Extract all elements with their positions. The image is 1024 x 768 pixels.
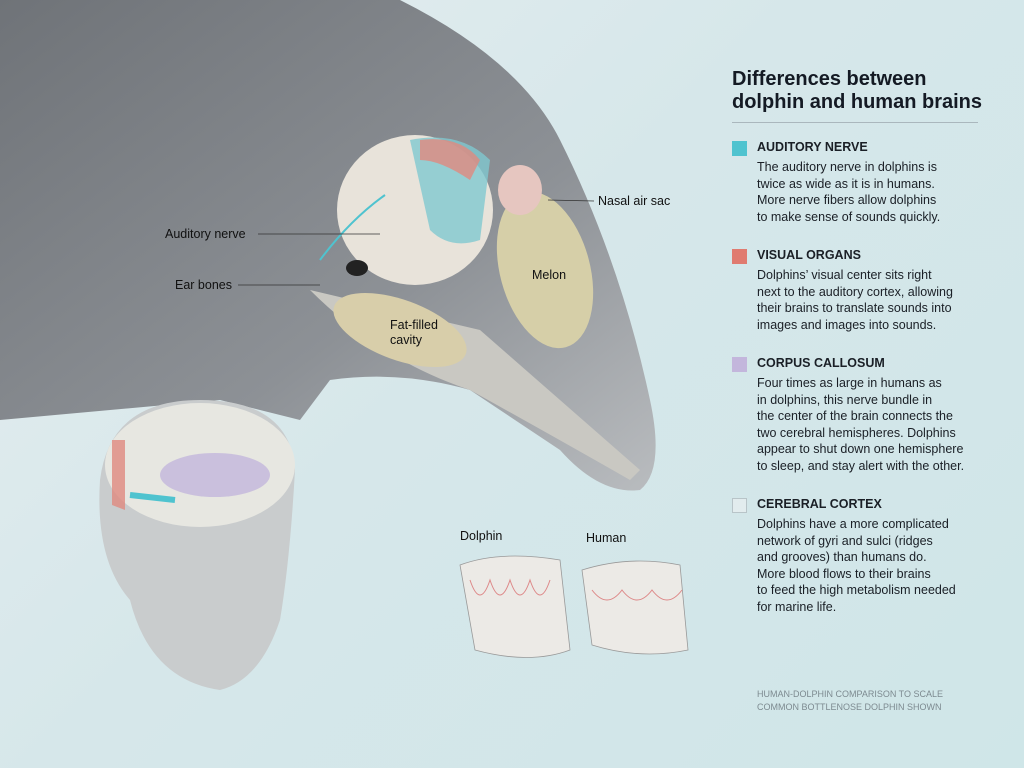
human-head-illustration: [99, 400, 295, 690]
footnote-line-1: HUMAN-DOLPHIN COMPARISON TO SCALE: [757, 689, 944, 699]
label-human: Human: [586, 531, 627, 545]
swatch-auditory-nerve: [732, 141, 747, 156]
section-body: Four times as large in humans as in dolp…: [757, 376, 965, 473]
panel-title: Differences between dolphin and human br…: [732, 68, 982, 113]
label-dolphin: Dolphin: [460, 529, 503, 543]
legend-panel: Differences between dolphin and human br…: [732, 68, 1002, 637]
legend-cerebral-cortex: CEREBRAL CORTEX Dolphins have a more com…: [732, 496, 1002, 615]
section-body: The auditory nerve in dolphins is twice …: [757, 160, 941, 224]
footnote: HUMAN-DOLPHIN COMPARISON TO SCALE COMMON…: [757, 688, 943, 714]
swatch-cerebral-cortex: [732, 498, 747, 513]
fat-filled-cavity: [333, 293, 467, 367]
divider: [732, 122, 978, 123]
label-melon: Melon: [532, 268, 567, 282]
section-body: Dolphins have a more complicated network…: [757, 517, 956, 614]
label-auditory-nerve: Auditory nerve: [165, 227, 246, 241]
section-body: Dolphins’ visual center sits right next …: [757, 268, 953, 332]
label-ear-bones: Ear bones: [175, 278, 232, 292]
label-fat-filled-cavity: Fat-filled cavity: [390, 318, 438, 347]
label-nasal-air-sac: Nasal air sac: [598, 194, 671, 208]
nasal-air-sac: [498, 165, 542, 215]
leader-lines: [238, 199, 595, 286]
section-heading: AUDITORY NERVE: [757, 140, 868, 154]
section-heading: CORPUS CALLOSUM: [757, 356, 885, 370]
section-heading: CEREBRAL CORTEX: [757, 497, 882, 511]
dolphin-illustration: [0, 0, 656, 491]
legend-visual-organs: VISUAL ORGANS Dolphins’ visual center si…: [732, 247, 1002, 333]
section-heading: VISUAL ORGANS: [757, 248, 861, 262]
melon: [496, 191, 594, 349]
swatch-visual-organs: [732, 249, 747, 264]
legend-corpus-callosum: CORPUS CALLOSUM Four times as large in h…: [732, 355, 1002, 474]
swatch-corpus-callosum: [732, 357, 747, 372]
cortex-comparison: [459, 555, 689, 658]
legend-auditory-nerve: AUDITORY NERVE The auditory nerve in dol…: [732, 139, 1002, 225]
footnote-line-2: COMMON BOTTLENOSE DOLPHIN SHOWN: [757, 702, 942, 712]
